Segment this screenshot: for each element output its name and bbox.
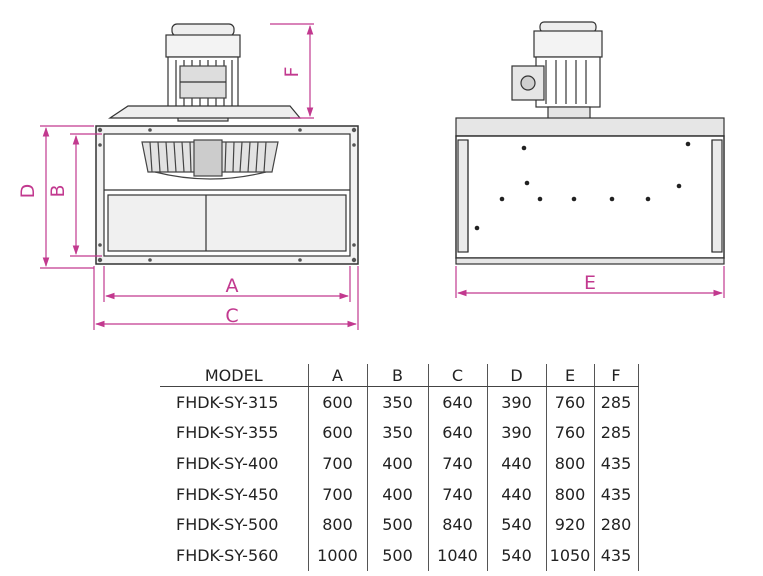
- cell-c: 1040: [427, 539, 487, 571]
- cell-model: FHDK-SY-355: [176, 423, 279, 443]
- dim-label-c: C: [225, 305, 238, 327]
- cell-c: 740: [427, 448, 487, 479]
- flange-bolts: [97, 127, 357, 263]
- dim-label-f: F: [281, 67, 303, 78]
- table-row: FHDK-SY-560 1000 500 1040 540 1050 435: [160, 539, 639, 571]
- cell-e: 800: [545, 478, 594, 510]
- cell-d: 440: [486, 448, 546, 479]
- table-header-row: MODEL A B C D E F: [160, 364, 639, 387]
- cell-f: 285: [593, 417, 639, 449]
- dim-label-a: A: [226, 275, 239, 297]
- front-view: [95, 23, 359, 265]
- cell-model: FHDK-SY-400: [176, 453, 279, 473]
- spec-table: MODEL A B C D E F FHDK-SY-315 600 350 64…: [160, 364, 639, 571]
- cell-model: FHDK-SY-315: [176, 392, 279, 412]
- header-e: E: [545, 364, 594, 387]
- cell-f: 435: [593, 539, 639, 571]
- cell-a: 600: [307, 386, 367, 418]
- cell-a: 600: [307, 417, 367, 449]
- header-b: B: [366, 364, 428, 387]
- cell-f: 435: [593, 448, 639, 479]
- cell-e: 760: [545, 386, 594, 418]
- cell-e: 760: [545, 417, 594, 449]
- dim-label-d: D: [17, 184, 39, 199]
- cell-f: 280: [593, 509, 639, 540]
- cell-a: 800: [307, 509, 367, 540]
- dimension-lines: [40, 23, 725, 330]
- cell-model: FHDK-SY-500: [176, 515, 279, 535]
- cell-f: 285: [593, 386, 639, 418]
- cell-b: 350: [366, 417, 428, 449]
- cell-b: 500: [366, 509, 428, 540]
- cell-e: 920: [545, 509, 594, 540]
- header-f: F: [593, 364, 639, 387]
- impeller: [141, 139, 279, 180]
- cell-b: 500: [366, 539, 428, 571]
- cell-a: 1000: [307, 539, 367, 571]
- table-row: FHDK-SY-400 700 400 740 440 800 435: [160, 448, 639, 479]
- header-a: A: [307, 364, 367, 387]
- cell-e: 800: [545, 448, 594, 479]
- table-row: FHDK-SY-500 800 500 840 540 920 280: [160, 509, 639, 540]
- cell-c: 640: [427, 417, 487, 449]
- cell-a: 700: [307, 478, 367, 510]
- cell-d: 540: [486, 539, 546, 571]
- fan-drawing: D B F A C E: [17, 21, 725, 330]
- table-row: FHDK-SY-355 600 350 640 390 760 285: [160, 417, 639, 449]
- cell-c: 840: [427, 509, 487, 540]
- cell-d: 540: [486, 509, 546, 540]
- side-bolts: [474, 141, 691, 231]
- cell-a: 700: [307, 448, 367, 479]
- cell-d: 390: [486, 417, 546, 449]
- cell-model: FHDK-SY-560: [176, 545, 279, 565]
- cell-b: 350: [366, 386, 428, 418]
- table-row: FHDK-SY-315 600 350 640 390 760 285: [160, 386, 639, 418]
- cell-c: 640: [427, 386, 487, 418]
- cell-d: 440: [486, 478, 546, 510]
- motor-side: [511, 21, 603, 120]
- cell-b: 400: [366, 448, 428, 479]
- cell-d: 390: [486, 386, 546, 418]
- cell-model: FHDK-SY-450: [176, 484, 279, 504]
- header-c: C: [427, 364, 487, 387]
- header-model: MODEL: [160, 364, 308, 387]
- table-row: FHDK-SY-450 700 400 740 440 800 435: [160, 478, 639, 510]
- dim-label-e: E: [584, 272, 596, 294]
- cell-e: 1050: [545, 539, 594, 571]
- side-view: [455, 21, 725, 265]
- cell-b: 400: [366, 478, 428, 510]
- cell-f: 435: [593, 478, 639, 510]
- dim-label-b: B: [47, 184, 69, 197]
- header-d: D: [486, 364, 546, 387]
- cell-c: 740: [427, 478, 487, 510]
